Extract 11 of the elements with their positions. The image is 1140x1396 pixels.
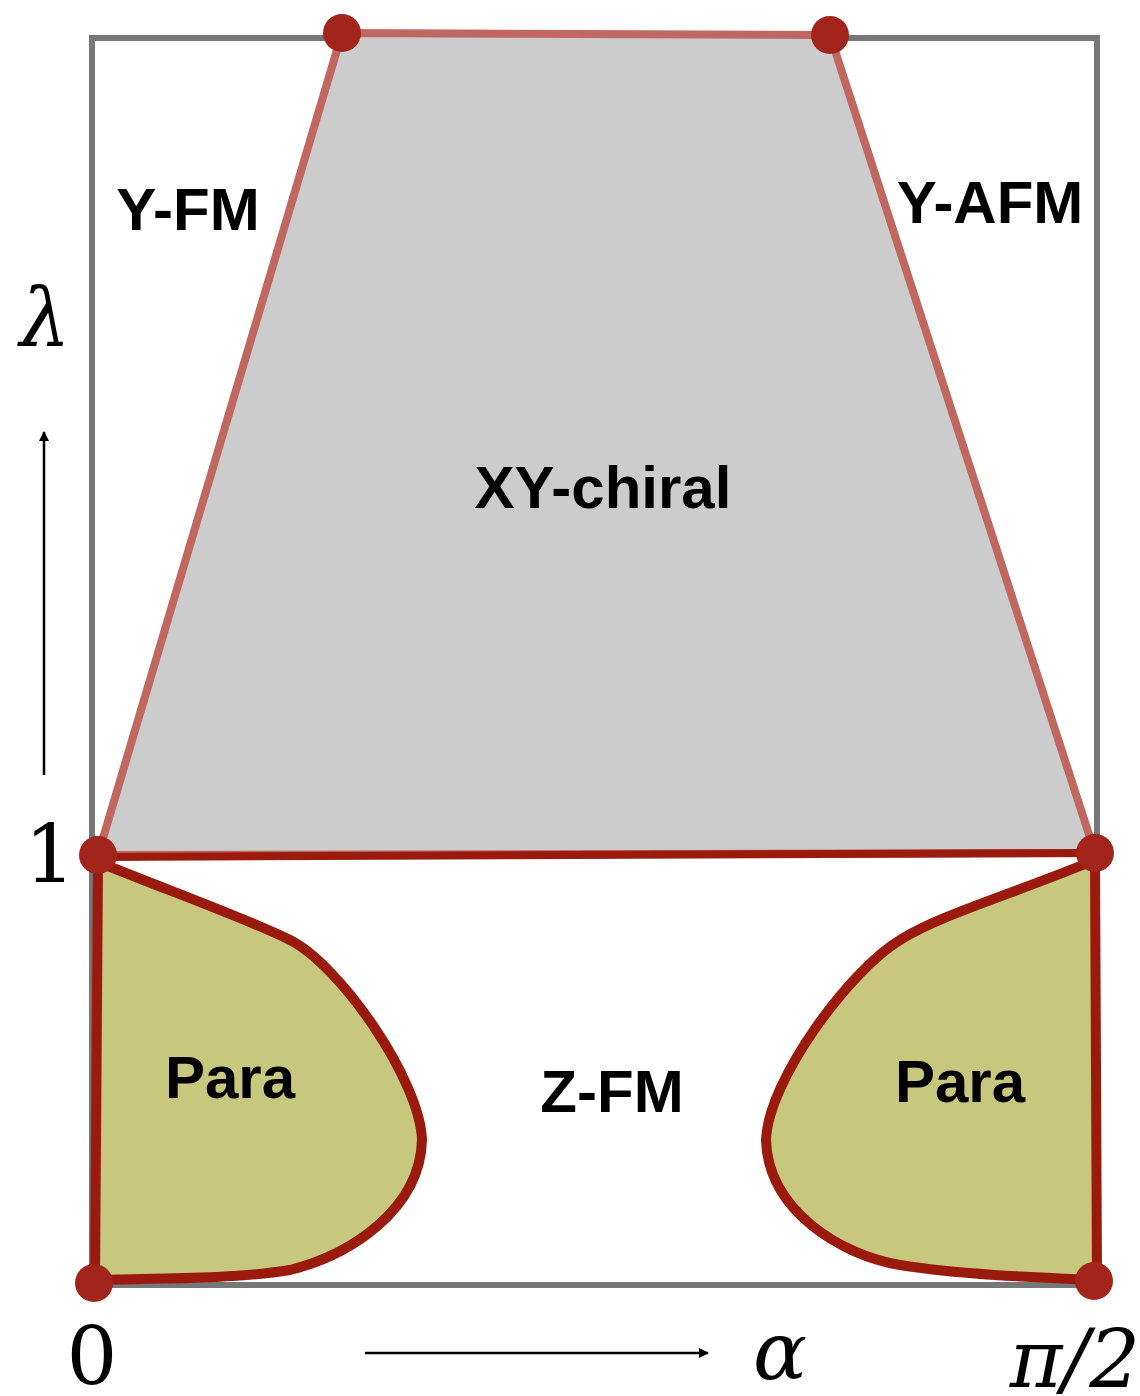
axis-label: λ <box>19 278 71 358</box>
phase-label: XY-chiral <box>474 458 732 518</box>
tick-label: π/2 <box>1009 1320 1140 1396</box>
tick-label: 0 <box>66 1317 118 1396</box>
phase-label: Para <box>164 1048 296 1108</box>
tick-label: 1 <box>24 815 76 895</box>
phase-label: Para <box>894 1052 1026 1112</box>
phase-label: Z-FM <box>540 1062 684 1122</box>
phase-label: Y-AFM <box>896 173 1084 233</box>
phase-label: Y-FM <box>116 180 260 240</box>
axis-label: α <box>753 1312 807 1392</box>
